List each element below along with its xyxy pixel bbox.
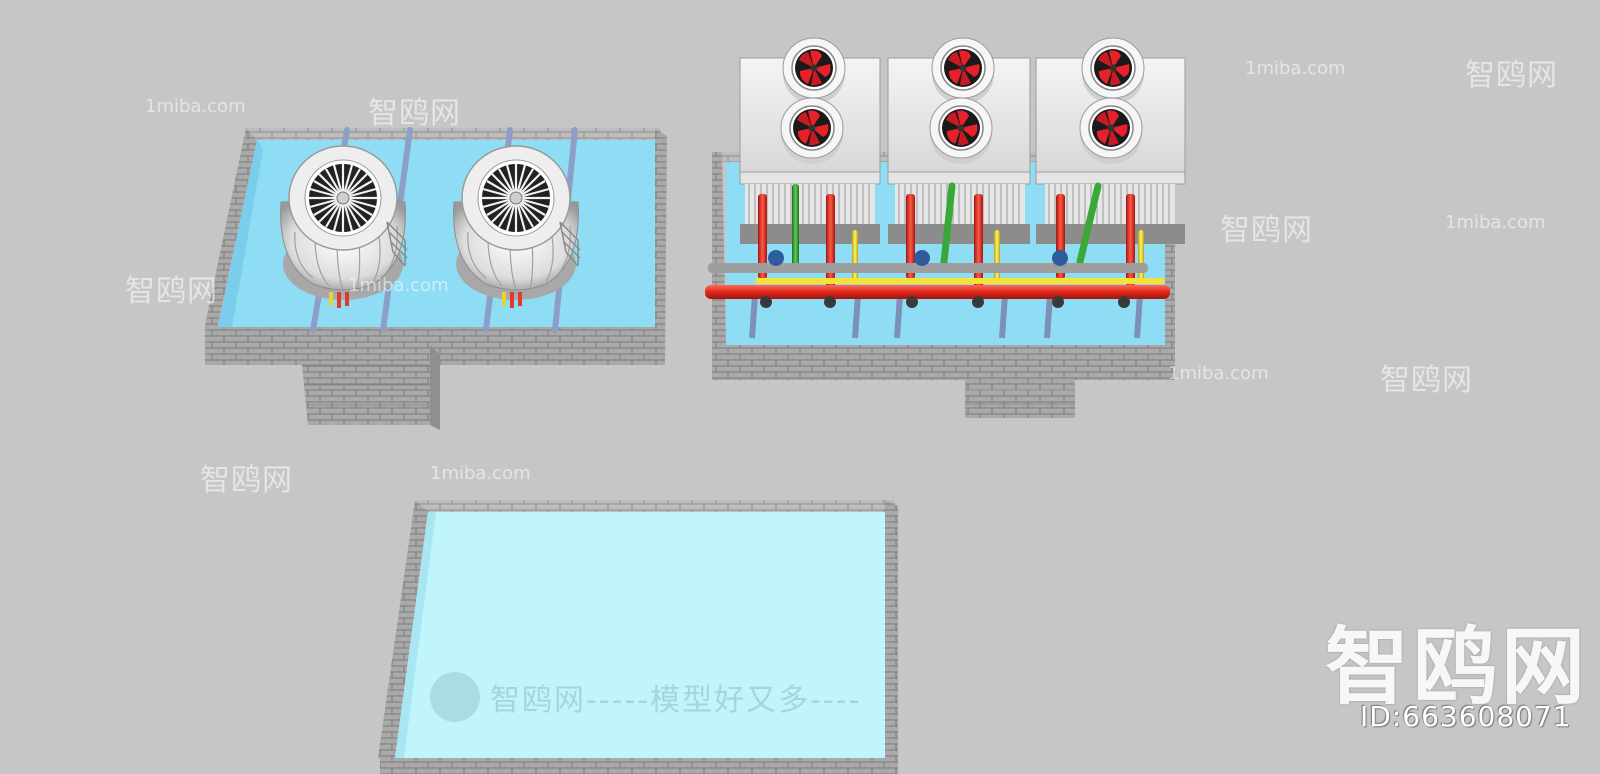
- pipe-valves: [760, 296, 1130, 308]
- fan-icon: [1081, 37, 1145, 105]
- round-cooling-tower-1: [279, 144, 409, 310]
- fan-icon: [1079, 97, 1143, 165]
- fan-icon: [931, 37, 995, 105]
- empty-water-pool: [378, 500, 898, 774]
- fan-icon: [929, 97, 993, 165]
- support-legs: [749, 294, 1143, 339]
- fan-icon: [780, 97, 844, 165]
- watermark-logo-icon: [430, 672, 480, 722]
- round-cooling-tower-2: [452, 144, 582, 310]
- left-cooling-basin: [205, 128, 667, 430]
- header-pipes: [705, 250, 1170, 299]
- fan-icon: [782, 37, 846, 105]
